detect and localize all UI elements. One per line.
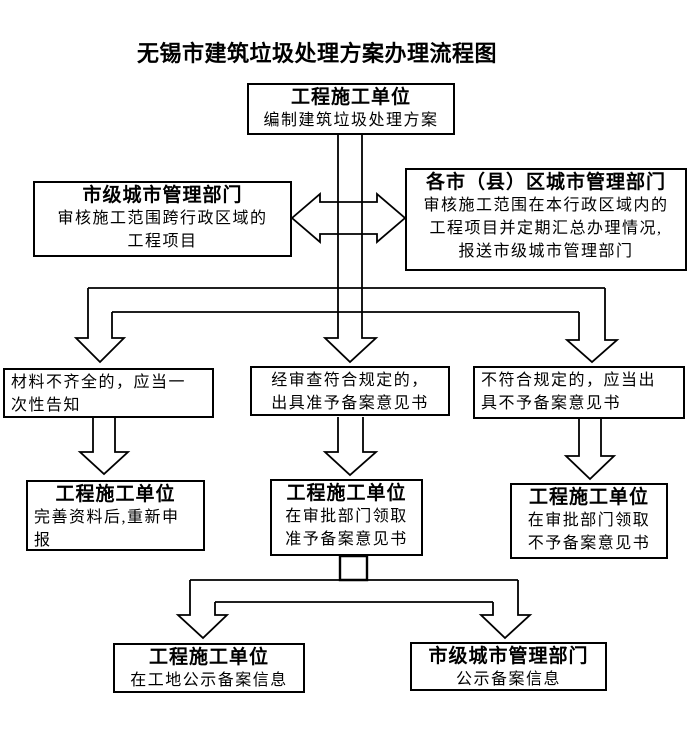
node-site-publicize: 工程施工单位 在工地公示备案信息 [113,643,305,693]
node-plan-prepare-body: 编制建筑垃圾处理方案 [263,112,439,129]
node-resubmit-body: 完善资料后,重新申 报 [34,509,180,549]
node-site-publicize-body: 在工地公示备案信息 [130,672,288,689]
arrow-to-incomplete [73,288,127,364]
node-plan-prepare-title: 工程施工单位 [290,87,411,108]
arrow-incomplete-to-resubmit [77,417,131,476]
node-district-dept-review-body: 审核施工范围在本行政区域内的 工程项目并定期汇总办理情况, 报送市级城市管理部门 [423,197,669,260]
node-district-dept-review-title: 各市（县）区城市管理部门 [425,172,666,193]
arrow-passed-to-collect-approval [322,417,379,477]
node-district-dept-review: 各市（县）区城市管理部门 审核施工范围在本行政区域内的 工程项目并定期汇总办理情… [405,168,687,271]
node-review-passed: 经审查符合规定的， 出具准予备案意见书 [250,366,450,416]
double-arrow-city-district [290,192,407,244]
arrow-to-dept-publicize [478,580,533,640]
node-plan-prepare: 工程施工单位 编制建筑垃圾处理方案 [247,83,455,135]
arrow-to-failed [564,288,620,364]
connector-stub [338,554,369,582]
node-collect-approval: 工程施工单位 在审批部门领取 准予备案意见书 [270,479,423,556]
distribution-bar [88,287,605,313]
node-collect-rejection-body: 在审批部门领取 不予备案意见书 [527,512,651,552]
arrow-plan-to-review [322,133,379,364]
publicity-bar [190,579,518,603]
page-title: 无锡市建筑垃圾处理方案办理流程图 [136,41,497,66]
node-review-passed-body: 经审查符合规定的， 出具准予备案意见书 [271,372,429,412]
node-collect-rejection-title: 工程施工单位 [528,487,649,508]
node-city-dept-review-body: 审核施工范围跨行政区域的 工程项目 [57,210,268,250]
node-materials-incomplete-body: 材料不齐全的，应当一 次性告知 [11,374,187,414]
node-city-dept-review-title: 市级城市管理部门 [82,185,243,206]
node-dept-publicize: 市级城市管理部门 公示备案信息 [410,642,607,691]
node-site-publicize-title: 工程施工单位 [148,647,269,668]
node-review-failed-body: 不符合规定的，应当出 具不予备案意见书 [481,372,657,412]
node-materials-incomplete: 材料不齐全的，应当一 次性告知 [3,368,214,418]
node-collect-approval-title: 工程施工单位 [286,483,407,504]
node-city-dept-review: 市级城市管理部门 审核施工范围跨行政区域的 工程项目 [33,181,292,257]
node-collect-rejection: 工程施工单位 在审批部门领取 不予备案意见书 [510,483,668,559]
node-dept-publicize-body: 公示备案信息 [455,671,561,688]
node-collect-approval-body: 在审批部门领取 准予备案意见书 [285,508,408,548]
node-review-failed: 不符合规定的，应当出 具不予备案意见书 [473,366,685,419]
node-resubmit: 工程施工单位 完善资料后,重新申 报 [26,480,205,551]
arrow-failed-to-collect-rejection [563,419,617,481]
node-resubmit-title: 工程施工单位 [55,484,176,505]
arrow-to-site-publicize [175,580,230,640]
node-dept-publicize-title: 市级城市管理部门 [428,646,589,667]
